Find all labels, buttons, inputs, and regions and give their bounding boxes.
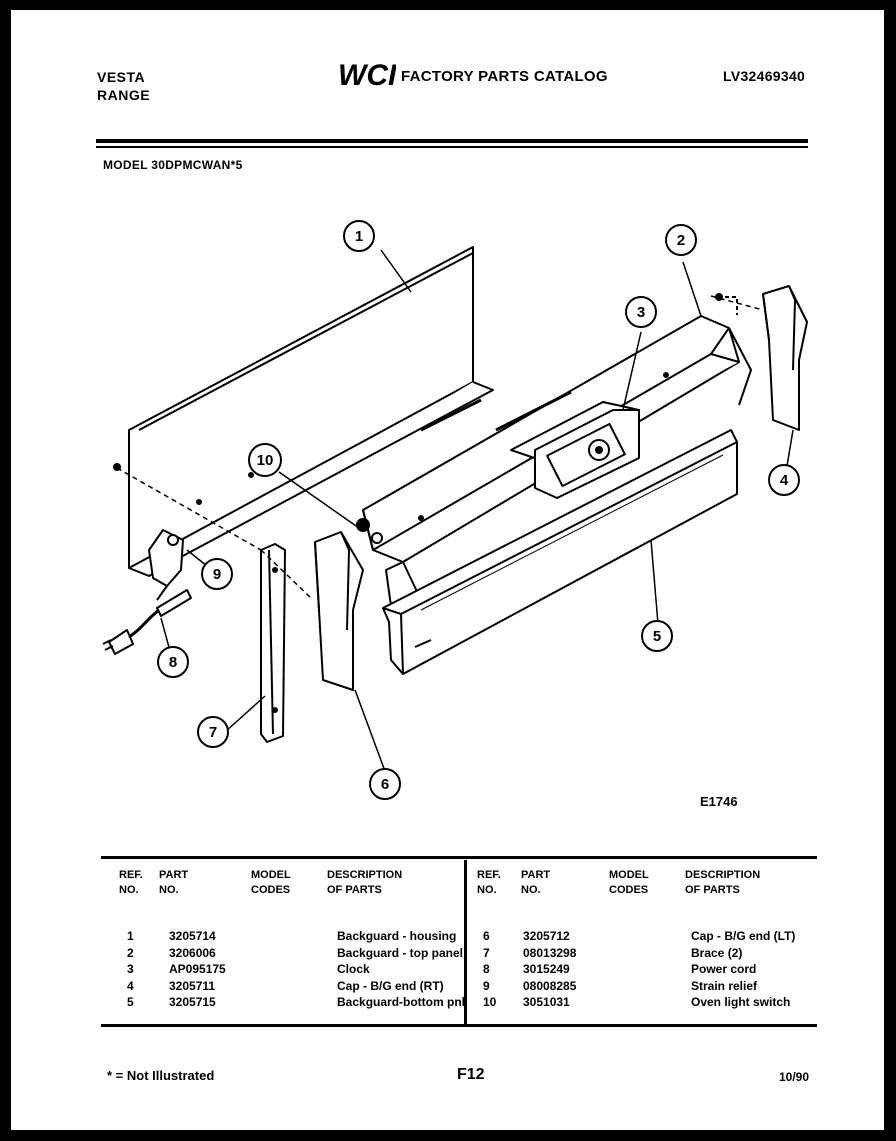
- table-cell-ref: 1: [127, 929, 134, 943]
- callout-6: 6: [369, 768, 401, 800]
- footer-date: 10/90: [779, 1070, 810, 1084]
- callout-5: 5: [641, 620, 673, 652]
- table-cell-part: 3205715: [169, 995, 216, 1009]
- table-cell-desc: Backguard - top panel: [337, 945, 464, 960]
- part-clock: [510, 401, 640, 499]
- header-model-right: MODEL CODES: [609, 869, 649, 896]
- exploded-parts-diagram: 1 2 3 4 5 6 7: [102, 220, 808, 800]
- table-cell-ref: 6: [483, 929, 490, 943]
- callout-1: 1: [343, 220, 375, 252]
- part-cap-end-left: [314, 518, 383, 691]
- table-cell-desc: Power cord: [691, 962, 757, 976]
- table-cell-desc: Clock: [337, 962, 370, 976]
- table-cell-part: 3051031: [523, 995, 570, 1009]
- part-power-cord: [102, 589, 192, 655]
- callout-7: 7: [197, 716, 229, 748]
- header-ref-left: REF. NO.: [119, 869, 143, 896]
- table-cell-desc: Brace (2): [691, 945, 743, 960]
- table-cell-ref: 3: [127, 962, 134, 976]
- part-backguard-bottom-panel: [382, 429, 738, 675]
- callout-8: 8: [157, 646, 189, 678]
- brand-label: VESTA RANGE: [97, 68, 150, 104]
- assembly-lines: [116, 295, 764, 599]
- footer-page-number: F12: [457, 1066, 485, 1083]
- table-cell-part: 3205711: [169, 978, 216, 993]
- svg-text:4: 4: [780, 472, 789, 489]
- catalog-title: FACTORY PARTS CATALOG: [401, 68, 608, 85]
- leader-lines: [160, 249, 794, 783]
- header-desc-right: DESCRIPTION OF PARTS: [685, 869, 761, 896]
- table-column-divider: [464, 860, 467, 1024]
- catalog-page: VESTA RANGE WCI FACTORY PARTS CATALOG LV…: [11, 10, 884, 1130]
- table-cell-part: 3205714: [169, 929, 216, 943]
- svg-text:9: 9: [213, 566, 221, 583]
- callouts: 1 2 3 4 5 6 7: [157, 220, 800, 800]
- table-cell-desc: Strain relief: [691, 978, 758, 993]
- svg-text:2: 2: [677, 232, 685, 249]
- parts-table: REF. NO. PART NO. MODEL CODES DESCRIPTIO…: [101, 856, 817, 1028]
- table-cell-part: 3205712: [523, 929, 570, 943]
- header-model-left: MODEL CODES: [251, 869, 291, 896]
- table-cell-ref: 2: [127, 945, 134, 960]
- svg-text:8: 8: [169, 654, 177, 671]
- table-cell-part: 08008285: [523, 978, 577, 993]
- svg-text:7: 7: [209, 724, 217, 741]
- table-cell-part: 3015249: [523, 962, 570, 976]
- svg-text:5: 5: [653, 628, 661, 645]
- part-strain-relief: [148, 529, 184, 601]
- callout-3: 3: [625, 296, 657, 328]
- table-cell-desc: Oven light switch: [691, 995, 791, 1009]
- svg-text:3: 3: [637, 304, 645, 321]
- callout-2: 2: [665, 224, 697, 256]
- callout-4: 4: [768, 464, 800, 496]
- svg-text:6: 6: [381, 776, 389, 793]
- callout-10: 10: [248, 443, 282, 477]
- header-rule-thick: [96, 139, 808, 143]
- table-cell-desc: Cap - B/G end (RT): [337, 978, 444, 993]
- footer-note: * = Not Illustrated: [107, 1068, 215, 1083]
- figure-code: E1746: [700, 794, 738, 809]
- part-brace: [260, 543, 286, 743]
- header-rule-thin: [96, 146, 808, 148]
- table-cell-ref: 4: [127, 978, 134, 993]
- catalog-number: LV32469340: [723, 68, 806, 84]
- table-top-rule: [101, 856, 817, 859]
- svg-text:10: 10: [257, 452, 274, 469]
- header-desc-left: DESCRIPTION OF PARTS: [327, 869, 403, 896]
- table-cell-ref: 7: [483, 945, 490, 960]
- header-part-right: PART NO.: [521, 869, 551, 896]
- table-cell-desc: Cap - B/G end (LT): [691, 929, 796, 943]
- part-cap-end-right: [715, 285, 808, 431]
- table-cell-ref: 8: [483, 962, 490, 976]
- table-cell-ref: 5: [127, 995, 134, 1009]
- table-cell-part: AP095175: [169, 962, 226, 976]
- table-cell-desc: Backguard-bottom pnl: [337, 995, 465, 1009]
- brand-line-2: RANGE: [97, 87, 151, 103]
- logo-text: WCI: [338, 59, 396, 90]
- brand-line-1: VESTA: [97, 69, 146, 85]
- header-part-left: PART NO.: [159, 869, 189, 896]
- part-backguard-housing: [128, 246, 494, 577]
- table-cell-ref: 10: [483, 995, 497, 1009]
- callout-9: 9: [201, 558, 233, 590]
- header-ref-right: REF. NO.: [477, 869, 501, 896]
- svg-text:1: 1: [355, 228, 363, 245]
- table-cell-part: 3206006: [169, 945, 216, 960]
- wci-logo: WCI: [338, 59, 396, 90]
- table-cell-desc: Backguard - housing: [337, 929, 457, 943]
- model-line: MODEL 30DPMCWAN*5: [103, 158, 243, 172]
- table-cell-part: 08013298: [523, 945, 577, 960]
- table-cell-ref: 9: [483, 978, 490, 993]
- table-bottom-rule: [101, 1024, 817, 1027]
